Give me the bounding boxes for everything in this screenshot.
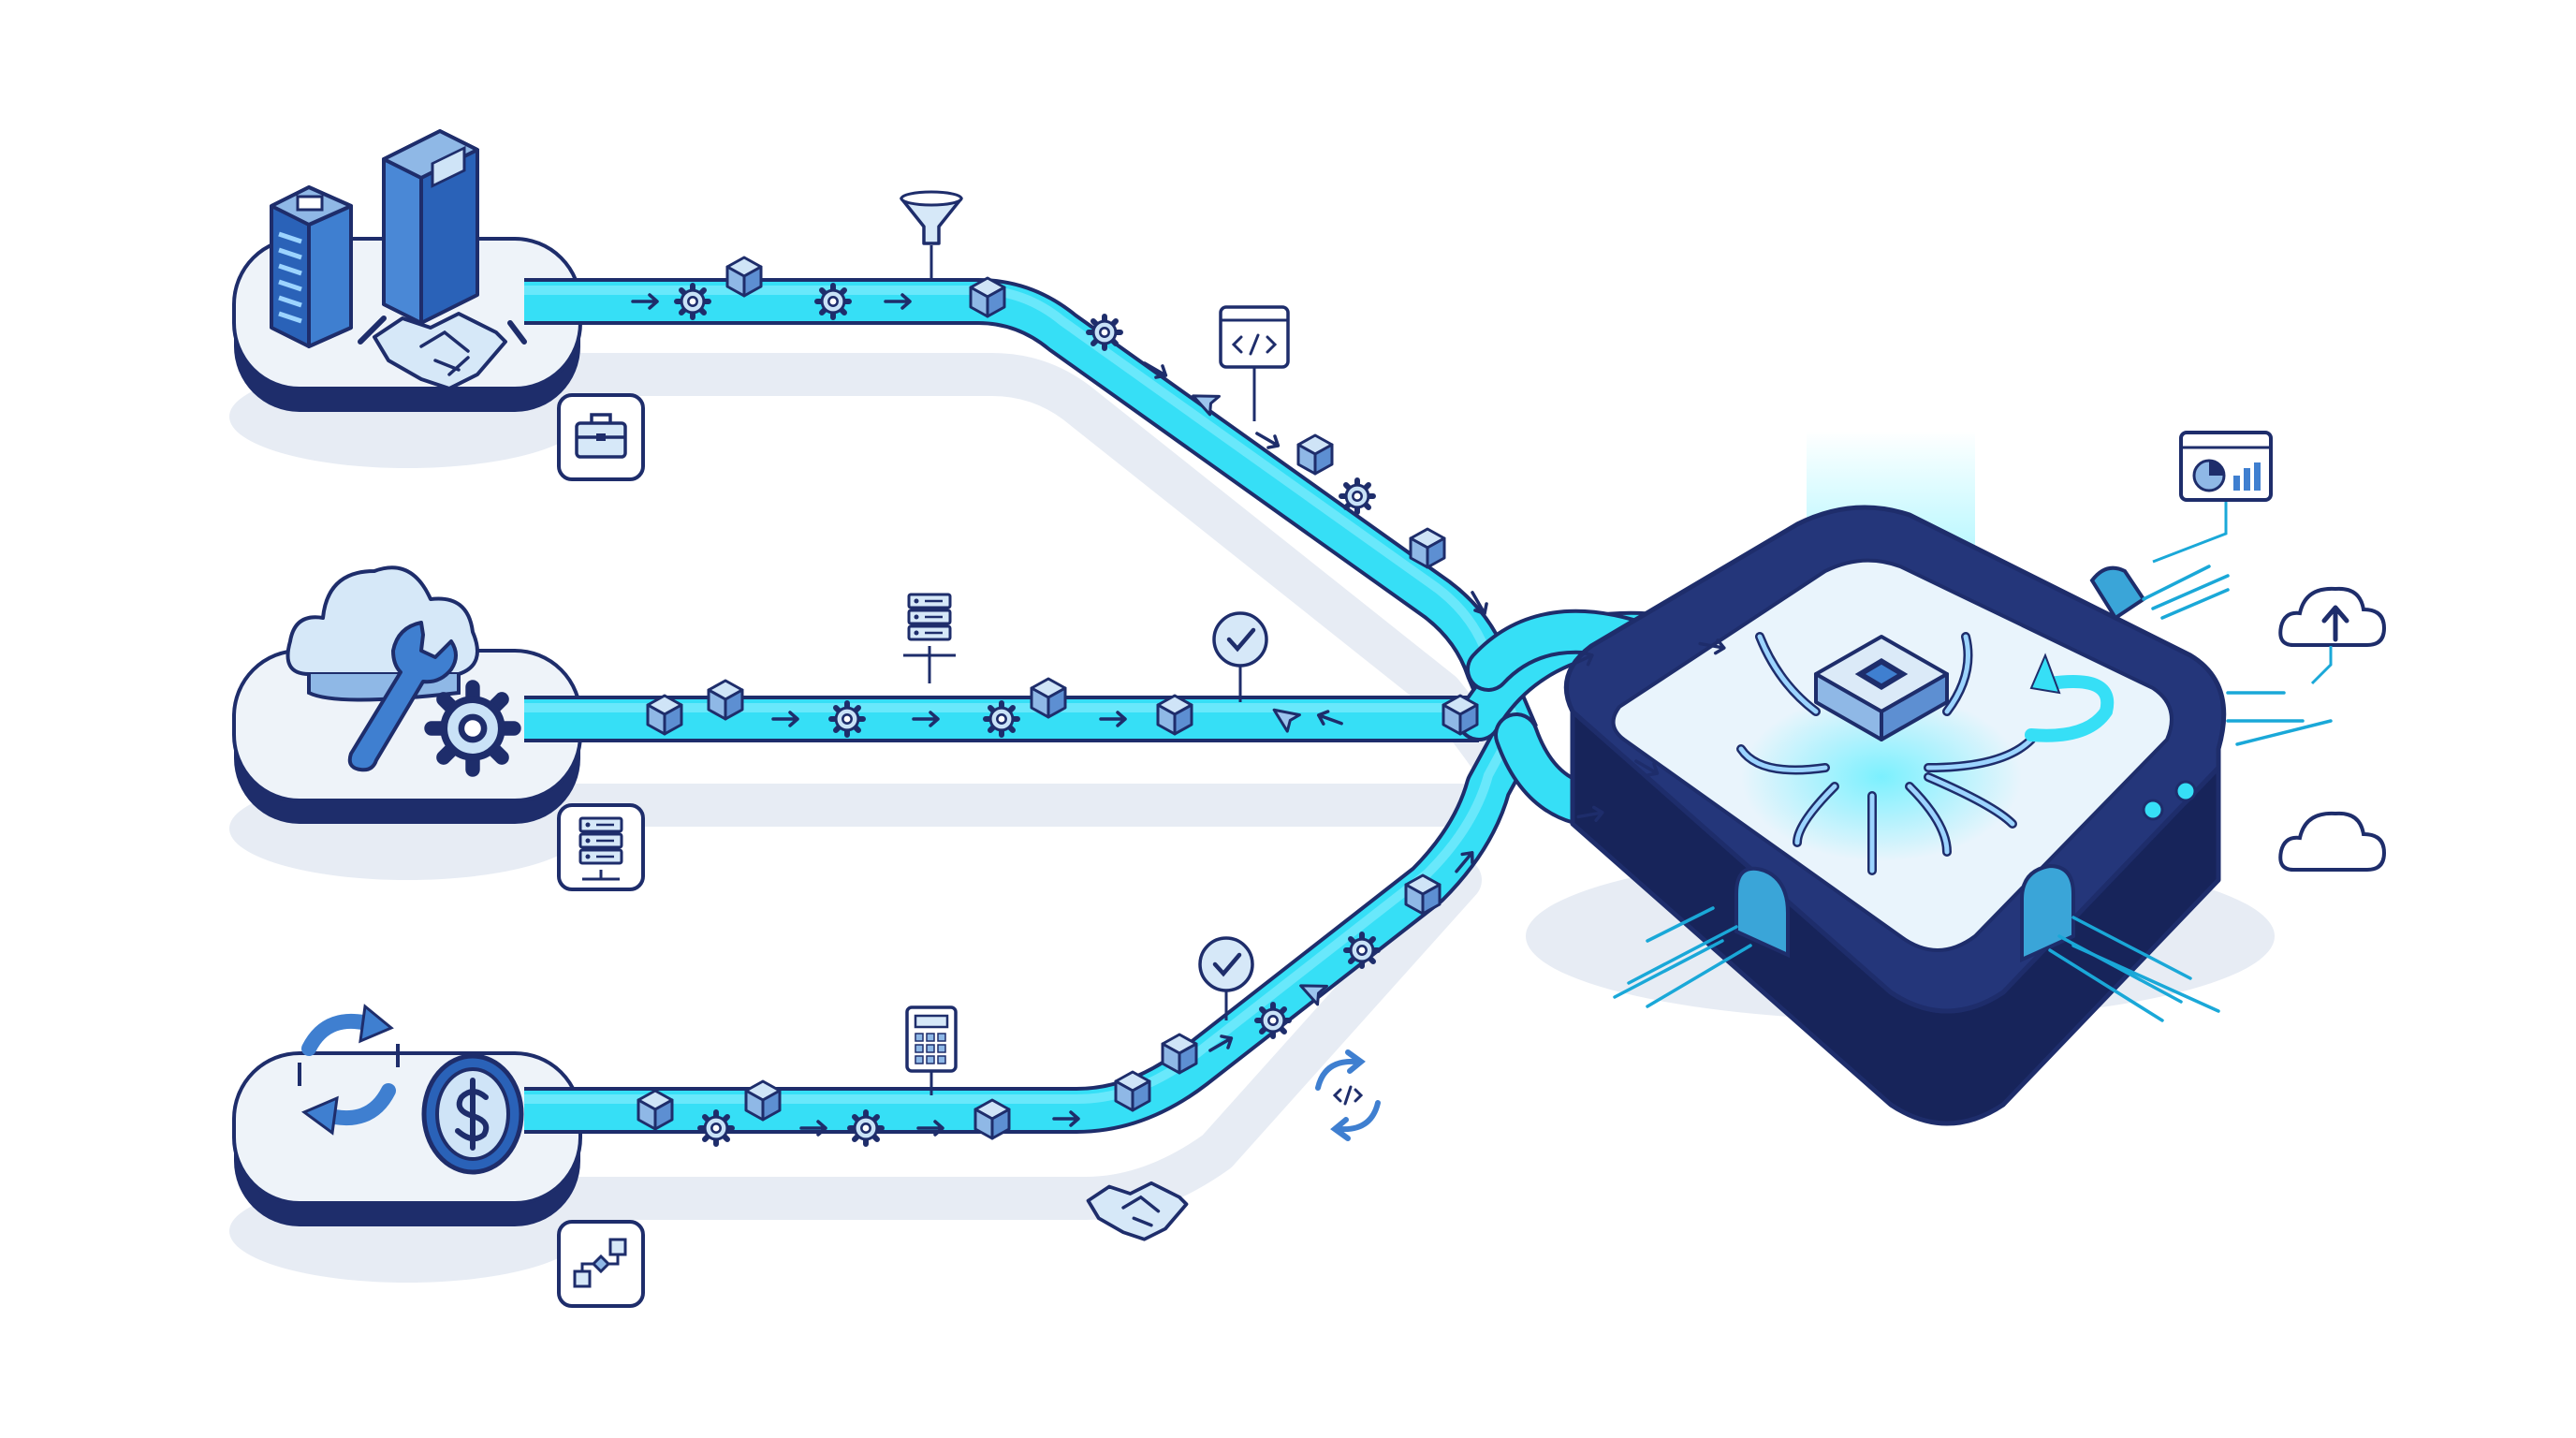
dashboard-window-icon (2179, 431, 2273, 502)
flow-arrow-icon (1576, 805, 1604, 822)
stream-tokens (631, 256, 1726, 1147)
flow-arrow-icon (1698, 638, 1726, 655)
hub-led (2174, 780, 2197, 802)
gear-icon (424, 680, 521, 777)
flow-arrow-icon (1634, 759, 1660, 777)
cube-icon (1409, 527, 1446, 569)
cube-icon (969, 276, 1006, 318)
hub-wires (1736, 632, 2036, 875)
flow-arrow-icon (1455, 851, 1474, 873)
cube-icon (646, 694, 683, 736)
server-rack-icon (907, 593, 952, 641)
flow-arrow-icon (912, 711, 940, 727)
cube-icon (1404, 873, 1442, 916)
checkmark-icon (1212, 611, 1268, 668)
tokens-top (631, 256, 1488, 616)
flow-arrow-icon (1099, 711, 1127, 727)
tokens-bottom (637, 851, 1474, 1147)
checkmark-icon (1198, 936, 1254, 992)
flow-arrow-icon (631, 293, 659, 310)
cube-icon (1442, 694, 1479, 736)
flow-arrow-icon (916, 1120, 944, 1137)
flow-arrow-icon (1316, 710, 1343, 726)
calculator-icon (905, 1005, 958, 1073)
book-icon (382, 129, 479, 325)
flow-arrow-icon (799, 1120, 827, 1137)
stream-markers (900, 190, 1381, 1241)
cursor-icon (1299, 984, 1328, 1006)
cube-icon (1161, 1033, 1198, 1075)
server-rack-icon (578, 816, 623, 865)
source-panels (229, 129, 645, 1308)
gear-icon (674, 283, 711, 320)
cube-icon (744, 1079, 782, 1122)
cube-icon (973, 1098, 1011, 1140)
dollar-coin-icon (421, 1053, 524, 1175)
sync-arrows-icon (298, 1004, 400, 1136)
flowchart-icon (573, 1238, 627, 1288)
handshake-icon (358, 312, 527, 390)
processing-hub (1526, 431, 2333, 1126)
code-window-icon (1219, 305, 1290, 369)
gear-icon (1254, 1002, 1292, 1039)
source-panel-cloud-tools (229, 565, 585, 880)
code-sync-icon (1315, 1049, 1381, 1141)
gear-icon (983, 700, 1020, 738)
cloud-upload-icon (2278, 586, 2387, 647)
cube-icon (1114, 1070, 1151, 1112)
gear-icon (1339, 477, 1376, 515)
source-panel-finance (229, 1004, 585, 1283)
cloud-icon (285, 565, 479, 702)
signal-lines (1613, 565, 2333, 1022)
flow-arrow-icon (1208, 1034, 1234, 1052)
output-icons (2152, 431, 2387, 872)
briefcase-icon (575, 413, 627, 459)
cursor-icon (1192, 394, 1221, 417)
gear-icon (1086, 314, 1123, 351)
flow-arrow-icon (1143, 361, 1168, 379)
briefcase-badge (557, 393, 645, 481)
gear-icon (1343, 932, 1381, 969)
flow-arrow-icon (1052, 1110, 1080, 1127)
gear-icon (814, 283, 852, 320)
gear-icon (828, 700, 866, 738)
cube-icon (1156, 694, 1193, 736)
flow-arrow-icon (1255, 432, 1281, 449)
server-rack-badge (557, 803, 645, 891)
cube-icon (637, 1089, 674, 1131)
funnel-icon (900, 190, 963, 245)
wrench-icon (347, 621, 458, 772)
flowchart-badge (557, 1220, 645, 1308)
cube-icon (725, 256, 763, 298)
cpu-chip-icon (1814, 635, 1949, 741)
cloud-icon (2278, 811, 2387, 872)
source-panel-enterprise (229, 129, 585, 468)
cursor-icon (1272, 708, 1301, 733)
flow-arrow-icon (1568, 651, 1594, 668)
loop-arrow (2025, 675, 2115, 742)
gear-icon (697, 1109, 735, 1147)
tokens-middle (646, 677, 1479, 738)
flow-arrow-icon (1471, 591, 1488, 616)
hub-led (2142, 799, 2164, 821)
cube-icon (1296, 433, 1334, 476)
building-icon (270, 185, 353, 348)
flow-arrow-icon (884, 293, 912, 310)
gear-icon (847, 1109, 885, 1147)
hub-port-top (2089, 565, 2146, 621)
cube-icon (707, 679, 744, 721)
handshake-icon (1086, 1181, 1189, 1241)
flow-arrow-icon (771, 711, 799, 727)
cube-icon (1030, 677, 1067, 719)
hub-port-left (1734, 866, 1790, 959)
stream-bottom (524, 721, 1537, 1134)
loop-arrowhead (2029, 653, 2061, 695)
